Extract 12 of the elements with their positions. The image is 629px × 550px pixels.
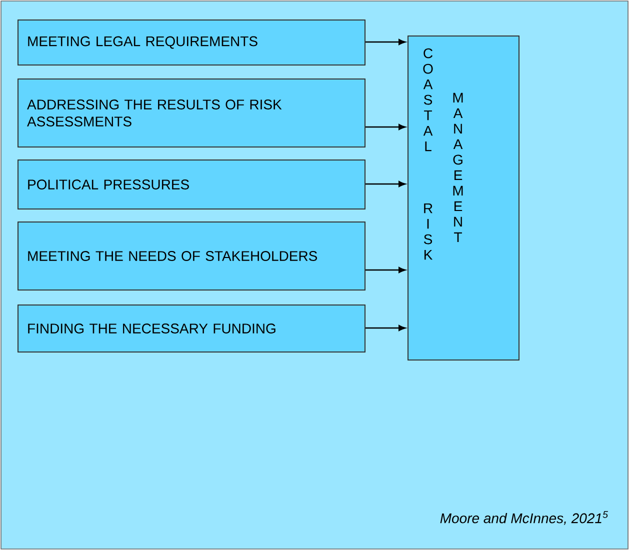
process-box: MEETING LEGAL REQUIREMENTS <box>18 20 366 66</box>
vertical-box: COASTAL RISK MANAGEMENT <box>408 36 520 360</box>
process-box: FINDING THE NECESSARY FUNDING <box>18 304 366 352</box>
caption: Moore and McInnes, 2021$^{5}$ <box>440 511 608 525</box>
arrow <box>366 181 406 187</box>
arrow <box>366 124 406 130</box>
process-box: MEETING THE NEEDS OF STAKEHOLDERS <box>18 222 366 290</box>
arrow <box>366 325 406 331</box>
process-box: POLITICAL PRESSURES <box>18 160 366 210</box>
arrow <box>366 267 406 273</box>
process-box: ADDRESSING THE RESULTS OF RISK ASSESSMENTS <box>18 78 366 148</box>
arrow <box>366 39 406 45</box>
